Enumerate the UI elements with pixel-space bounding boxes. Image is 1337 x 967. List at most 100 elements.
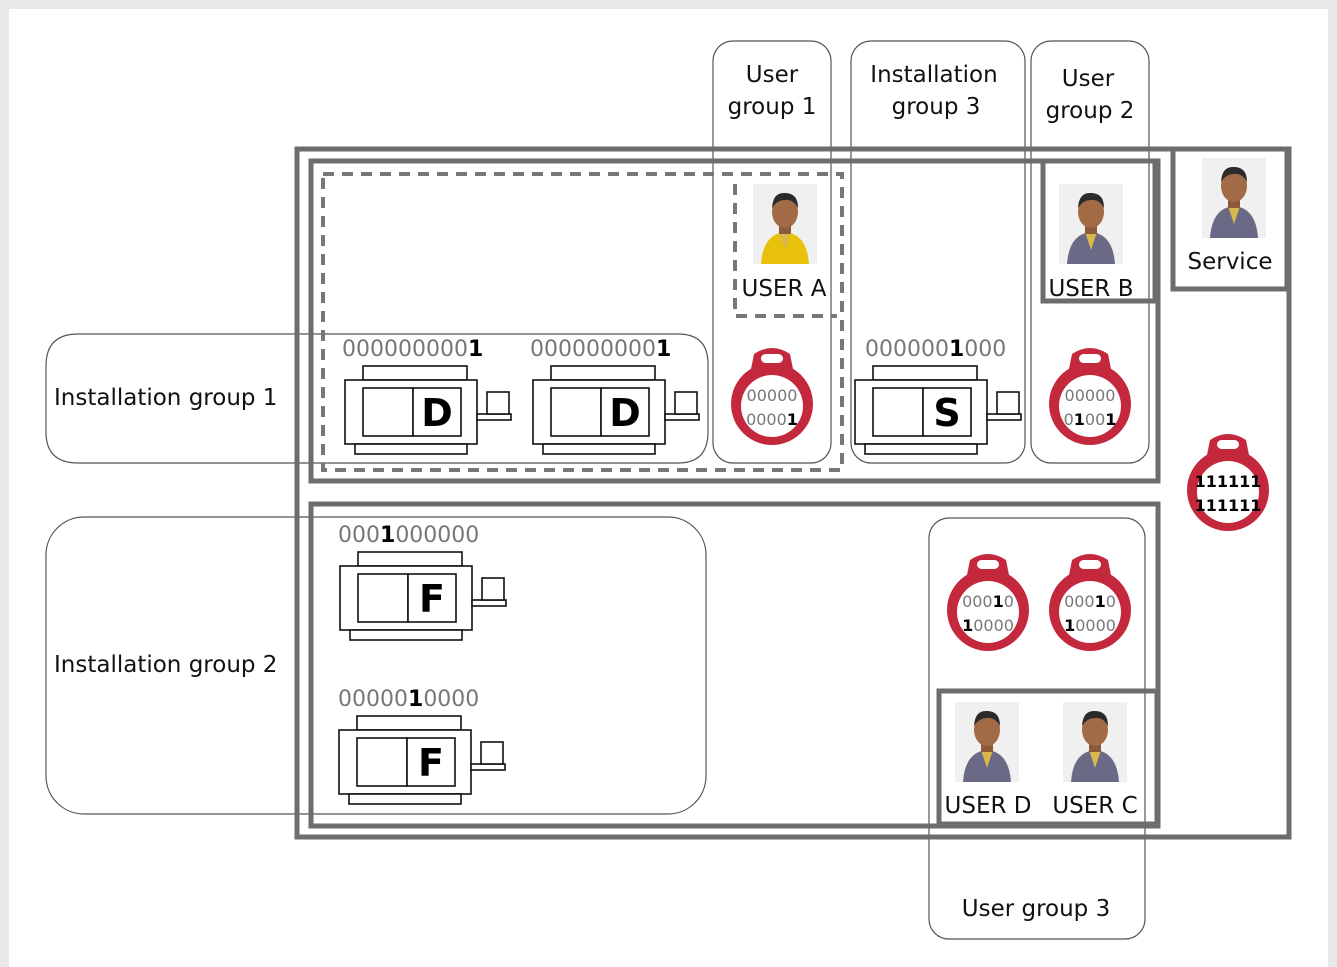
key-tag-face [957, 581, 1019, 643]
installation-group-1-label: Installation group 1 [54, 385, 277, 411]
key-tag-code-line2: 10000 [962, 616, 1014, 635]
machine-f1: F 0001000000 [338, 523, 507, 641]
machine-base [349, 629, 463, 641]
key-tag: 0000000001 [731, 348, 813, 445]
users-cd-frame [936, 688, 1160, 827]
user-c-label: USER C [1052, 793, 1137, 819]
machine-letter: D [421, 391, 453, 435]
key-tag-face [1059, 375, 1121, 437]
machine-letter-box [922, 387, 972, 437]
key-tag-hole [1079, 560, 1101, 569]
service-user [1202, 158, 1266, 238]
installation-group-2-label: Installation group 2 [54, 652, 277, 678]
machine-code: 0000001000 [865, 337, 1006, 362]
user-b-label: USER B [1048, 276, 1133, 302]
machine-terminal [486, 391, 510, 415]
machine-letter: F [419, 577, 445, 621]
key-tag-code-line1: 00010 [962, 592, 1014, 611]
service-label: Service [1187, 249, 1272, 275]
avatar-collar [779, 232, 791, 250]
key-tag-hole [1079, 354, 1101, 363]
machine-base [542, 443, 656, 455]
machine-terminal [480, 741, 504, 765]
key-tag-code-line2: 111111 [1195, 496, 1262, 515]
key-tag-hole [761, 354, 783, 363]
installation-group-2: Installation group 2 [45, 516, 707, 815]
upper-zone-frame [308, 158, 1161, 484]
page-background [9, 9, 1328, 967]
avatar-face [1082, 714, 1108, 746]
user-c [1063, 702, 1127, 782]
machine-arm [664, 413, 700, 421]
user-group-3: User group 3 [928, 517, 1146, 940]
avatar-face [1078, 196, 1104, 228]
service-key-tag: 111111 111111 [1187, 434, 1269, 531]
machine-terminal [674, 391, 698, 415]
machine-code: 0000000001 [530, 337, 671, 362]
key-tag-code-line1: 111111 [1195, 472, 1262, 491]
avatar-neck [1085, 224, 1097, 234]
machine-panel [550, 387, 602, 437]
avatar-hair [1078, 192, 1104, 208]
machine-base [348, 793, 462, 805]
installation-group-3-label-line1: Installation [870, 62, 997, 88]
key-tag-code-line2: 10000 [1064, 616, 1116, 635]
key-tag-hole [977, 560, 999, 569]
avatar-hair [1221, 166, 1247, 182]
avatar-face [1221, 170, 1247, 202]
avatar-face [974, 714, 1000, 746]
installation-group-3-label-line2: group 3 [892, 94, 981, 120]
user-group-2-label-line2: group 2 [1046, 98, 1135, 124]
machine-panel [362, 387, 414, 437]
key-tag-face [741, 375, 803, 437]
avatar-hair [974, 710, 1000, 726]
user-group-2-label-line1: User [1062, 66, 1115, 92]
machine-panel [357, 573, 409, 623]
machine-letter-box [600, 387, 650, 437]
user-group-1-label-line1: User [746, 62, 799, 88]
avatar-hair [772, 192, 798, 208]
avatar-face [772, 196, 798, 228]
machine-panel [872, 387, 924, 437]
user-d-label: USER D [945, 793, 1032, 819]
user-group-2: User group 2 [1030, 40, 1150, 464]
machine-base [354, 443, 468, 455]
machine-base [864, 443, 978, 455]
avatar-collar [981, 750, 993, 768]
machine-top [362, 365, 468, 381]
dashed-access-zone [321, 172, 844, 472]
avatar-collar [1085, 232, 1097, 250]
installation-group-1: Installation group 1 [45, 333, 709, 464]
machine-top [872, 365, 978, 381]
user-group-1-label-line2: group 1 [728, 94, 817, 120]
machine-letter: F [418, 741, 444, 785]
machine-arm [986, 413, 1022, 421]
machine-letter: D [609, 391, 641, 435]
machine-panel [356, 737, 408, 787]
machine-arm [476, 413, 512, 421]
user-group-1: User group 1 [712, 40, 832, 464]
lower-zone-frame [308, 501, 1161, 829]
machine-terminal [996, 391, 1020, 415]
key-tag: 00010 10000 [947, 554, 1029, 651]
machine-code: 0001000000 [338, 523, 479, 548]
machine-top [356, 715, 462, 731]
machine-arm [471, 599, 507, 607]
avatar-neck [779, 224, 791, 234]
user-group-3-label: User group 3 [962, 896, 1110, 922]
user-b [1059, 184, 1123, 264]
machine-letter-box [406, 737, 456, 787]
user-b-frame [1040, 158, 1158, 304]
user-a-label: USER A [742, 276, 827, 302]
avatar-collar [1228, 206, 1240, 224]
dashed-user-a-boundary [733, 184, 837, 318]
machines-layer: D0000000001D0000000001S0000001000F000100… [338, 337, 1022, 805]
machine-top [357, 551, 463, 567]
key-tag-code-line1: 00000 [747, 386, 798, 405]
